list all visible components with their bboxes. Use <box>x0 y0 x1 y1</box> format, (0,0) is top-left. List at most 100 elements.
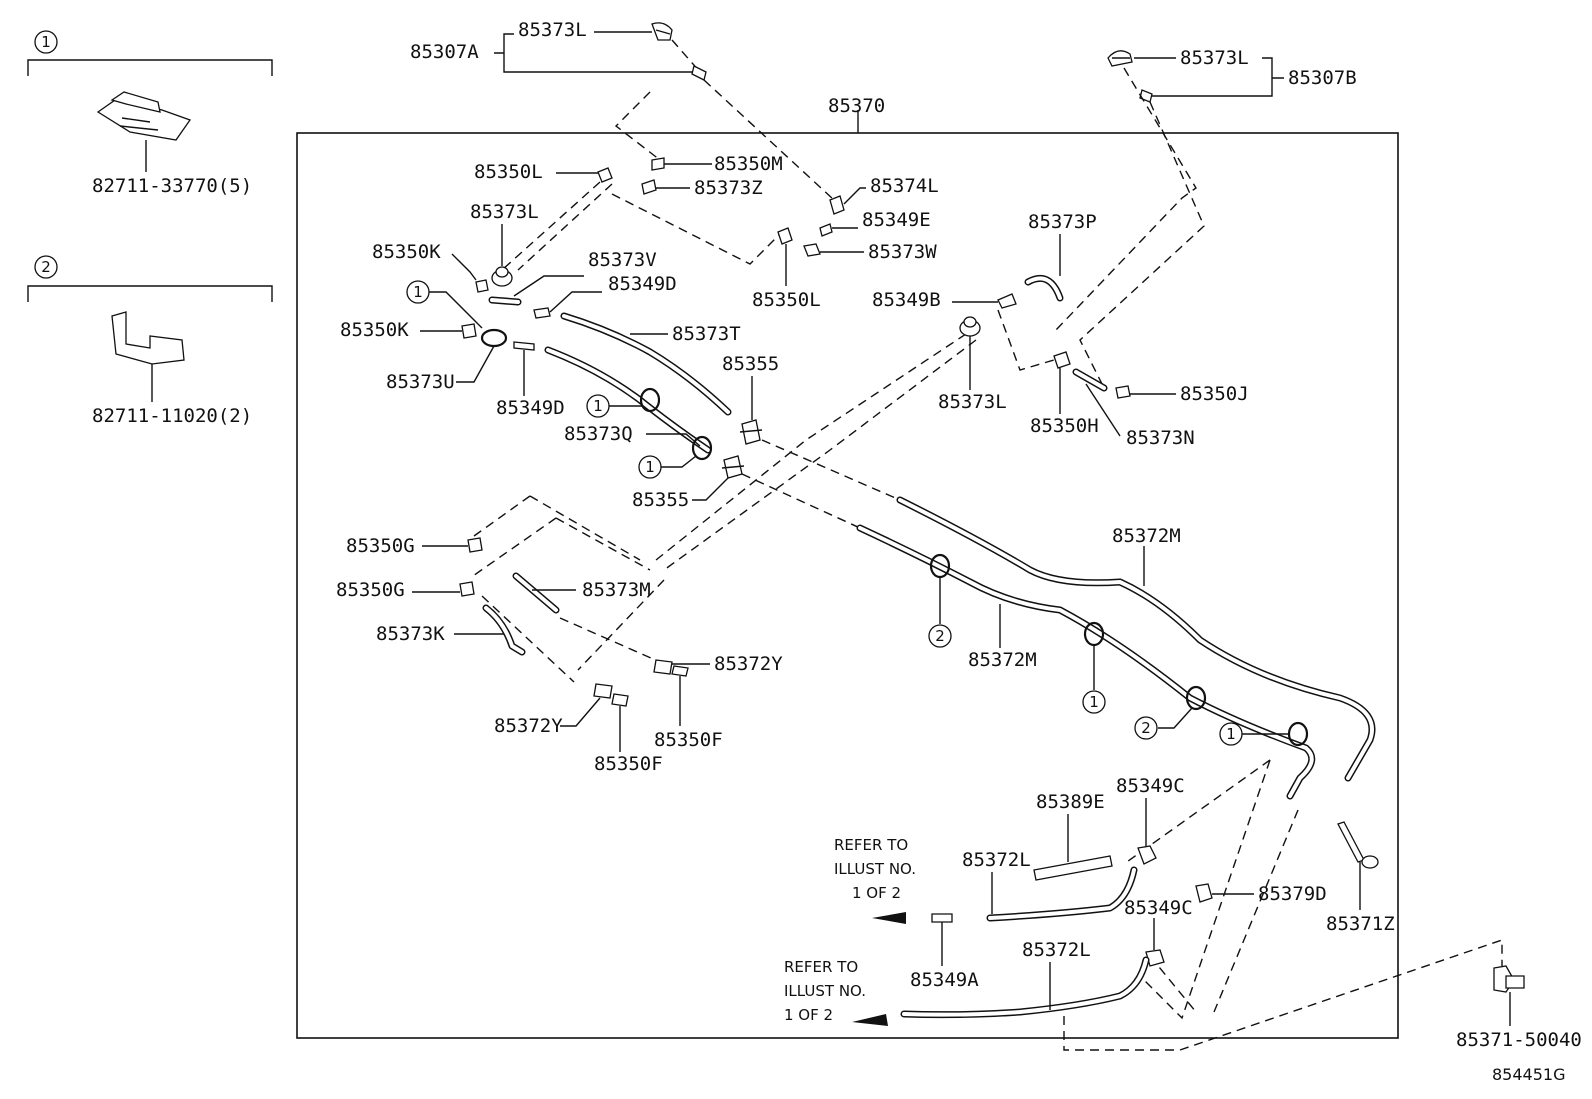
dash-85307B-b <box>1079 101 1205 389</box>
leader-clip-1-a <box>429 291 483 329</box>
label-85349C-a: 85349C <box>1116 775 1185 797</box>
fitting-85350L-b-icon <box>777 227 793 245</box>
dash-bottom-d <box>1149 955 1197 1013</box>
label-85355-a: 85355 <box>722 353 779 375</box>
label-85389E: 85389E <box>1036 791 1105 813</box>
clip-marker-2-b-text: 2 <box>1141 719 1151 737</box>
label-85307A: 85307A <box>410 41 479 63</box>
label-85373L-top: 85373L <box>518 19 587 41</box>
label-85372Y-b: 85372Y <box>494 715 563 737</box>
nozzle-85373L-top-icon <box>651 22 673 41</box>
dash-cross-e <box>577 579 665 671</box>
joint-85372Y-b-icon <box>593 683 629 707</box>
fitting-85379D-icon <box>1195 883 1213 903</box>
leader-85373N <box>1085 383 1121 437</box>
clip-marker-1-d-text: 1 <box>1089 693 1099 711</box>
leader-85349D-a <box>549 291 602 313</box>
clip-marker-1-b-text: 1 <box>593 397 603 415</box>
legend-part-2: 82711-11020(2) <box>92 405 252 427</box>
label-85373K: 85373K <box>376 623 445 645</box>
label-85350M: 85350M <box>714 153 783 175</box>
joint-85372Y-a-icon <box>653 659 689 677</box>
diagram-id: 854451G <box>1492 1065 1565 1084</box>
fitting-85373W-icon <box>803 243 821 257</box>
dash-bottom-a <box>1139 759 1271 1020</box>
hose-85372L-upper <box>986 866 1138 922</box>
fitting-85349D-b-icon <box>513 341 535 351</box>
arrow-refer-lower-icon <box>852 1014 888 1026</box>
leader-85374L <box>843 187 866 205</box>
dash-to-85371-50040 <box>1063 939 1503 1051</box>
fitting-85350M-icon <box>651 157 665 171</box>
label-85373P: 85373P <box>1028 211 1097 233</box>
assembly-frame <box>296 132 1399 1039</box>
fitting-85371Z-icon <box>1337 821 1379 869</box>
clip-ring-e <box>1083 621 1105 647</box>
label-85350L-b: 85350L <box>752 289 821 311</box>
bracket-85307B <box>1150 57 1284 97</box>
label-85350K-a: 85350K <box>372 241 441 263</box>
nozzle-85373L-d-icon <box>959 316 981 337</box>
legend-marker-1 <box>34 30 58 54</box>
label-85379D: 85379D <box>1258 883 1327 905</box>
legend-bracket-2 <box>27 285 273 302</box>
label-85373Z: 85373Z <box>694 177 763 199</box>
label-85349B: 85349B <box>872 289 941 311</box>
clip-ring-b <box>639 387 661 413</box>
label-85371-50040: 85371-50040 <box>1456 1029 1582 1051</box>
label-85349D-b: 85349D <box>496 397 565 419</box>
leader-85355-b <box>692 477 729 501</box>
label-85372L-a: 85372L <box>962 849 1031 871</box>
joint-85355-a-icon <box>739 419 763 445</box>
label-85350G-b: 85350G <box>336 579 405 601</box>
refer-note-a-line1: REFER TO <box>834 836 908 854</box>
nozzle-85373L-c-icon <box>491 266 513 287</box>
refer-note-a-line3: 1 OF 2 <box>852 884 901 902</box>
clip-marker-2-a-text: 2 <box>935 627 945 645</box>
label-85307B: 85307B <box>1288 67 1357 89</box>
fitting-85350G-b-icon <box>459 581 475 597</box>
label-85372M-a: 85372M <box>1112 525 1181 547</box>
clip-marker-2-a <box>928 624 952 648</box>
dash-85350G-d <box>469 517 557 579</box>
legend-clip-1: 1 82711-33770(5) <box>27 30 273 197</box>
label-85372M-b: 85372M <box>968 649 1037 671</box>
fitting-85373Z-icon <box>641 179 657 195</box>
label-85373W: 85373W <box>868 241 937 263</box>
legend-part-1: 82711-33770(5) <box>92 175 252 197</box>
label-85349D-a: 85349D <box>608 273 677 295</box>
label-85350K-b: 85350K <box>340 319 409 341</box>
dash-cross-c <box>655 333 967 561</box>
fitting-85350G-a-icon <box>467 537 483 553</box>
dash-cross-a <box>761 439 901 501</box>
leader-clip-1-c <box>661 455 697 468</box>
label-85349E: 85349E <box>862 209 931 231</box>
label-85373U: 85373U <box>386 371 455 393</box>
label-85349C-b: 85349C <box>1124 897 1193 919</box>
dash-cross-b <box>741 473 861 529</box>
joint-85355-b-icon <box>721 455 745 479</box>
clip-82711-33770-icon <box>96 91 192 172</box>
dash-85350L-a-2 <box>517 183 613 271</box>
label-85373T: 85373T <box>672 323 741 345</box>
label-85373V: 85373V <box>588 249 657 271</box>
label-85350H: 85350H <box>1030 415 1099 437</box>
dash-85373M <box>559 617 661 663</box>
clip-ring-f <box>1185 685 1207 711</box>
fitting-85350K-a-icon <box>475 279 489 293</box>
legend-clip-2: 2 82711-11020(2) <box>27 255 273 427</box>
joint-85307B-icon <box>1139 89 1153 103</box>
label-85373M: 85373M <box>582 579 651 601</box>
dash-85373K <box>481 595 575 683</box>
label-85370: 85370 <box>828 95 885 117</box>
label-85355-b: 85355 <box>632 489 689 511</box>
clip-ring-d <box>929 553 951 579</box>
fitting-85349E-icon <box>819 223 833 237</box>
label-85374L: 85374L <box>870 175 939 197</box>
dash-cross-d <box>663 339 977 571</box>
fitting-85349C-a-icon <box>1137 845 1157 865</box>
label-85350G-a: 85350G <box>346 535 415 557</box>
label-85373L-d: 85373L <box>938 391 1007 413</box>
label-85373Q: 85373Q <box>564 423 633 445</box>
